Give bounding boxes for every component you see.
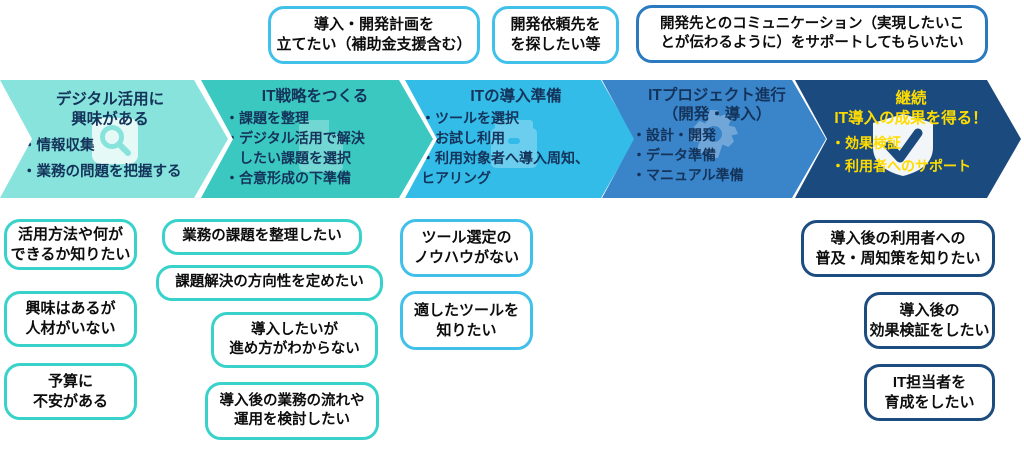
callout-line: ツール選定の: [421, 229, 512, 247]
callout-suitable-tool: 適したツールを 知りたい: [400, 291, 533, 350]
stage-bullets: ・情報収集 ・業務の問題を把握する: [22, 138, 182, 180]
gear-icon: [690, 110, 738, 158]
callout-line: 運用を検討したい: [234, 412, 350, 428]
callout-line: 効果検証をしたい: [869, 321, 990, 339]
stage-it-strategy: IT戦略をつくる ・課題を整理 ・デジタル活用で解決 したい課題を選択 ・合意形…: [201, 80, 433, 198]
callout-line: 課題解決の方向性を定めたい: [175, 274, 364, 291]
callout-line: 導入後の: [899, 301, 960, 319]
callout-usage-methods: 活用方法や何が できるか知りたい: [4, 219, 137, 270]
stage-title: 継続 IT導入の成果を得る！: [834, 90, 988, 128]
process-flow-band: デジタル活用に 興味がある ・情報収集 ・業務の問題を把握する IT戦略をつくる: [0, 80, 1024, 198]
callout-line: IT担当者を: [892, 373, 967, 391]
stage-bullets: ・効果検証 ・利用者へのサポート: [831, 135, 971, 174]
stage-continuity-results: 継続 IT導入の成果を得る！ ・効果検証 ・利用者へのサポート: [795, 80, 1021, 198]
callout-line: 不安がある: [32, 392, 108, 410]
callout-organize-issues: 業務の課題を整理したい: [162, 219, 362, 255]
callout-line: ノウハウがない: [413, 249, 519, 266]
stage-title: ITプロジェクト進行 （開発・導入）: [648, 87, 786, 123]
callout-line: 開発先とのコミュニケーション（実現したいこ: [659, 15, 965, 32]
callout-line: できるか知りたい: [10, 245, 131, 263]
callout-line: 導入後の業務の流れや: [219, 392, 365, 409]
stage-bullets: ・ツールを選択 ・お試し利用 ・利用対象者へ導入周知、 ヒアリング: [421, 110, 589, 186]
callout-line: とが伝わるように）をサポートしてもらいたい: [660, 35, 964, 51]
callout-line: 導入したいが: [251, 321, 338, 338]
callout-set-direction: 課題解決の方向性を定めたい: [156, 265, 383, 301]
callout-no-tool-knowhow: ツール選定の ノウハウがない: [400, 219, 533, 277]
callout-line: 進め方がわからない: [229, 341, 360, 357]
callout-line: 興味はあるが: [25, 300, 116, 318]
callout-effect-verification: 導入後の 効果検証をしたい: [864, 292, 995, 349]
callout-dont-know-how: 導入したいが 進め方がわからない: [211, 312, 378, 368]
callout-line: 導入・開発計画を: [313, 16, 434, 34]
callout-line: を探したい等: [510, 36, 601, 53]
callout-communication-support: 開発先とのコミュニケーション（実現したいこ とが伝わるように）をサポートしてもら…: [636, 5, 988, 63]
document-icon: [299, 120, 343, 172]
callout-line: 知りたい: [436, 321, 497, 339]
callout-budget-concern: 予算に 不安がある: [4, 363, 137, 420]
callout-no-personnel: 興味はあるが 人材がいない: [4, 291, 137, 347]
callout-user-promotion: 導入後の利用者への 普及・周知策を知りたい: [801, 220, 995, 277]
stage-bullets: ・設計・開発 ・データ準備 ・マニュアル準備: [632, 127, 744, 183]
stage-it-preparation: ITの導入準備 ・ツールを選択 ・お試し利用 ・利用対象者へ導入周知、 ヒアリン…: [405, 80, 635, 198]
callout-line: 普及・周知策を知りたい: [815, 249, 981, 267]
callout-line: 立てたい（補助金支援含む）: [276, 36, 472, 53]
stage-title: ITの導入準備: [470, 88, 562, 105]
magnifier-icon: [92, 118, 138, 164]
stage-title: デジタル活用に 興味がある: [55, 91, 165, 129]
callout-line: 開発依頼先を: [510, 16, 601, 34]
package-icon: [491, 120, 537, 168]
shield-check-icon: [873, 114, 933, 176]
stage-bullets: ・課題を整理 ・デジタル活用で解決 したい課題を選択 ・合意形成の下準備: [225, 110, 365, 186]
callout-plan-support: 導入・開発計画を 立てたい（補助金支援含む）: [268, 6, 480, 64]
callout-line: 適したツールを: [413, 301, 519, 319]
callout-line: 予算に: [47, 372, 93, 390]
callout-line: 人材がいない: [25, 320, 116, 337]
callout-train-it-staff: IT担当者を 育成をしたい: [864, 364, 995, 421]
callout-post-workflow: 導入後の業務の流れや 運用を検討したい: [205, 382, 379, 440]
stage-it-project: ITプロジェクト進行 （開発・導入） ・設計・開発 ・データ準備 ・マニュアル準…: [602, 80, 826, 198]
callout-line: 導入後の利用者への: [830, 229, 966, 247]
callout-line: 育成をしたい: [884, 393, 975, 411]
stage-digital-interest: デジタル活用に 興味がある ・情報収集 ・業務の問題を把握する: [0, 80, 228, 198]
callout-line: 業務の課題を整理したい: [182, 228, 342, 245]
callout-find-developer: 開発依頼先を を探したい等: [492, 6, 619, 64]
stage-title: IT戦略をつくる: [261, 88, 369, 105]
callout-line: 活用方法や何が: [17, 225, 123, 243]
